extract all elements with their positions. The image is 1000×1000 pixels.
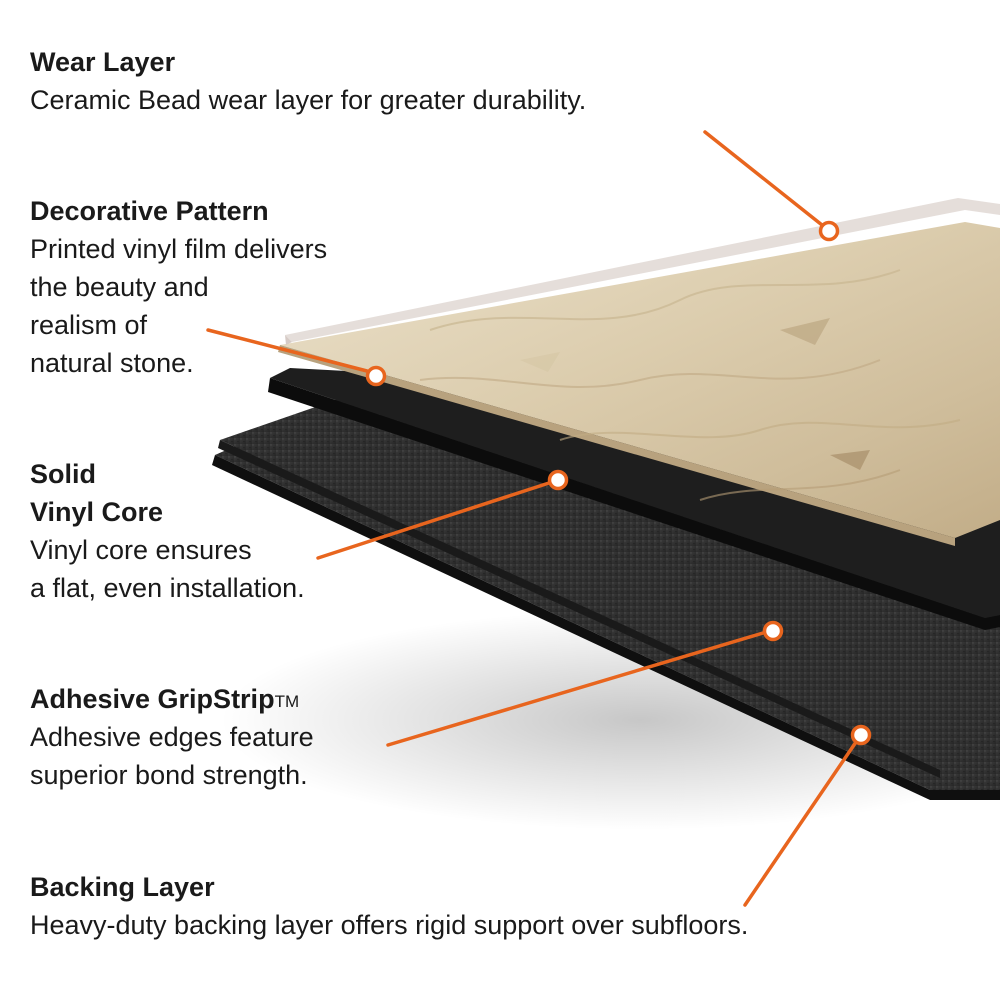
wear-layer-title: Wear Layer xyxy=(30,47,176,77)
callout-dot-core xyxy=(547,469,569,491)
callout-line-backing xyxy=(743,740,858,907)
backing-layer-label: Backing Layer Heavy-duty backing layer o… xyxy=(30,868,748,944)
callout-dot-wear xyxy=(818,220,840,242)
callout-lines xyxy=(206,130,858,907)
vinyl-core-label: Solid Vinyl Core Vinyl core ensures a fl… xyxy=(30,455,305,607)
adhesive-gripstrip-label: Adhesive GripStripTM Adhesive edges feat… xyxy=(30,680,314,794)
callout-dot-decorative xyxy=(365,365,387,387)
vinyl-core-title-line: Solid xyxy=(30,459,96,489)
callout-markers xyxy=(365,220,872,746)
callout-line-wear xyxy=(703,130,824,227)
callout-line-core xyxy=(316,481,551,560)
callout-line-decorative xyxy=(206,328,369,373)
vinyl-core-description-line: Vinyl core ensures xyxy=(30,535,252,565)
trademark-mark: TM xyxy=(274,692,300,711)
decorative-pattern-title: Decorative Pattern xyxy=(30,196,269,226)
vinyl-core-description-line: a flat, even installation. xyxy=(30,573,305,603)
decorative-pattern-description-line: the beauty and xyxy=(30,272,209,302)
decorative-pattern-description-line: Printed vinyl film delivers xyxy=(30,234,328,264)
decorative-pattern-label: Decorative Pattern Printed vinyl film de… xyxy=(30,192,327,382)
adhesive-gripstrip-title: Adhesive GripStripTM xyxy=(30,680,314,718)
adhesive-gripstrip-title-text: Adhesive GripStrip xyxy=(30,684,275,714)
adhesive-gripstrip-description-line: superior bond strength. xyxy=(30,760,308,790)
callout-line-gripstrip xyxy=(386,631,765,747)
decorative-pattern-description-line: natural stone. xyxy=(30,348,194,378)
decorative-pattern-shape xyxy=(278,222,1000,546)
decorative-pattern-description-line: realism of xyxy=(30,310,148,340)
wear-layer-description: Ceramic Bead wear layer for greater dura… xyxy=(30,85,587,115)
backing-layer-title: Backing Layer xyxy=(30,872,215,902)
adhesive-gripstrip-description-line: Adhesive edges feature xyxy=(30,722,314,752)
callout-dot-backing xyxy=(850,724,872,746)
backing-layer-description: Heavy-duty backing layer offers rigid su… xyxy=(30,910,749,940)
wear-layer-label: Wear Layer Ceramic Bead wear layer for g… xyxy=(30,43,586,119)
vinyl-core-title-line: Vinyl Core xyxy=(30,497,164,527)
callout-dot-gripstrip xyxy=(762,620,784,642)
